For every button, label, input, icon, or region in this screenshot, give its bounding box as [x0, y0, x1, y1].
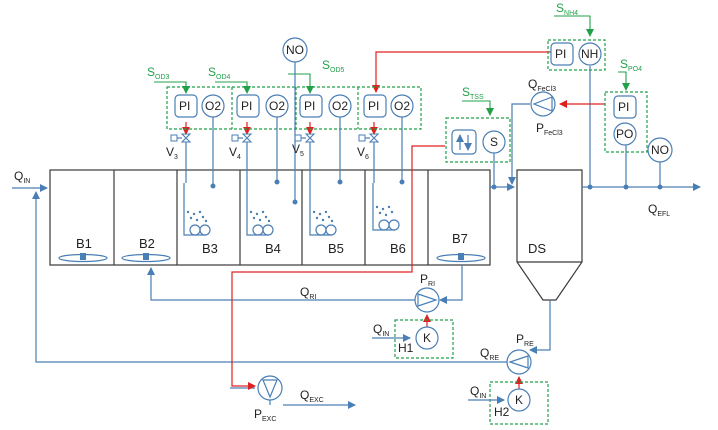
pump-fecl3[interactable] — [530, 91, 556, 117]
tank-label-ds: DS — [528, 241, 546, 256]
k-controller-h1[interactable]: K — [415, 326, 439, 350]
p-fecl3-label: PFeCl3 — [536, 121, 563, 137]
svg-text:O2: O2 — [205, 99, 221, 113]
mixer-b7 — [436, 253, 486, 263]
pump-re[interactable] — [506, 349, 532, 375]
mixer-b2 — [121, 253, 171, 263]
valve-v5[interactable] — [294, 133, 316, 183]
svg-text:PI: PI — [241, 99, 252, 113]
svg-text:NH: NH — [581, 47, 598, 61]
svg-text:NO: NO — [286, 43, 304, 57]
svg-text:K: K — [423, 331, 431, 345]
do-controller-b6[interactable]: PI O2 — [363, 94, 414, 185]
svg-text:PI: PI — [179, 99, 190, 113]
v5-label: V5 — [292, 142, 304, 158]
q-fecl3-label: QFeCl3 — [528, 77, 556, 93]
q-re-label: QRE — [480, 346, 499, 362]
svg-text:PO: PO — [616, 127, 633, 141]
s-od3-label: SOD3 — [147, 65, 170, 81]
h1-label: H1 — [398, 341, 414, 355]
svg-text:O2: O2 — [269, 99, 285, 113]
svg-text:K: K — [515, 393, 523, 407]
tank-label-b1: B1 — [76, 236, 92, 251]
s-po4-label: SPO4 — [620, 57, 642, 73]
do-controller-b5[interactable]: PI O2 — [299, 94, 352, 185]
q-in-label: QIN — [14, 169, 30, 185]
q-efl-label: QEFL — [648, 202, 670, 218]
settler-ds — [516, 169, 583, 301]
mixer-b1 — [58, 253, 108, 263]
do-controller-b4[interactable]: PI O2 — [236, 94, 289, 185]
p-re-label: PRE — [516, 332, 534, 348]
svg-text:PI: PI — [618, 100, 629, 114]
s-tss-label: STSS — [462, 85, 484, 101]
p-ri-label: PRI — [420, 272, 435, 288]
aerator-b5 — [309, 183, 337, 236]
valve-v3[interactable] — [170, 133, 192, 183]
nh-controller[interactable]: PI NH — [550, 42, 602, 66]
s-od4-label: SOD4 — [208, 65, 231, 81]
tank-label-b2: B2 — [139, 236, 155, 251]
pump-exc[interactable] — [257, 375, 283, 401]
tank-label-b6: B6 — [390, 241, 406, 256]
q-exc-label: QEXC — [300, 388, 324, 404]
q-ri-label: QRI — [300, 285, 316, 301]
reactor-basin — [49, 169, 491, 266]
s-od5-label: SOD5 — [322, 58, 345, 74]
svg-text:NO: NO — [651, 143, 669, 157]
no-sensor-top[interactable]: NO — [282, 37, 308, 205]
tank-label-b4: B4 — [265, 241, 281, 256]
svg-text:O2: O2 — [332, 99, 348, 113]
do-controller-b3[interactable]: PI O2 — [174, 94, 225, 189]
svg-text:PI: PI — [304, 99, 315, 113]
valve-v6[interactable] — [358, 133, 380, 183]
v4-label: V4 — [229, 145, 241, 161]
valve-v4[interactable] — [231, 133, 253, 183]
v3-label: V3 — [166, 145, 178, 161]
no-sensor-effluent[interactable]: NO — [647, 137, 673, 163]
v6-label: V6 — [357, 145, 369, 161]
s-nh4-label: SNH4 — [556, 1, 578, 17]
aerator-b4 — [246, 183, 274, 236]
k-controller-h2[interactable]: K — [507, 388, 531, 412]
pump-ri[interactable] — [414, 287, 440, 313]
h2-label: H2 — [494, 405, 510, 419]
tank-label-b3: B3 — [202, 241, 218, 256]
svg-text:O2: O2 — [394, 99, 410, 113]
tank-label-b5: B5 — [328, 241, 344, 256]
tss-controller[interactable]: S — [451, 129, 506, 187]
aerator-b6 — [372, 183, 400, 231]
svg-text:PI: PI — [555, 47, 566, 61]
svg-text:S: S — [490, 135, 498, 149]
aerator-b3 — [183, 183, 211, 236]
tank-label-b7: B7 — [452, 231, 468, 246]
p-exc-label: PEXC — [254, 407, 276, 423]
h1-q-in-label: QIN — [373, 322, 389, 338]
svg-text:PI: PI — [368, 99, 379, 113]
h2-q-in-label: QIN — [470, 384, 486, 400]
po-controller[interactable]: PI PO — [613, 95, 637, 146]
